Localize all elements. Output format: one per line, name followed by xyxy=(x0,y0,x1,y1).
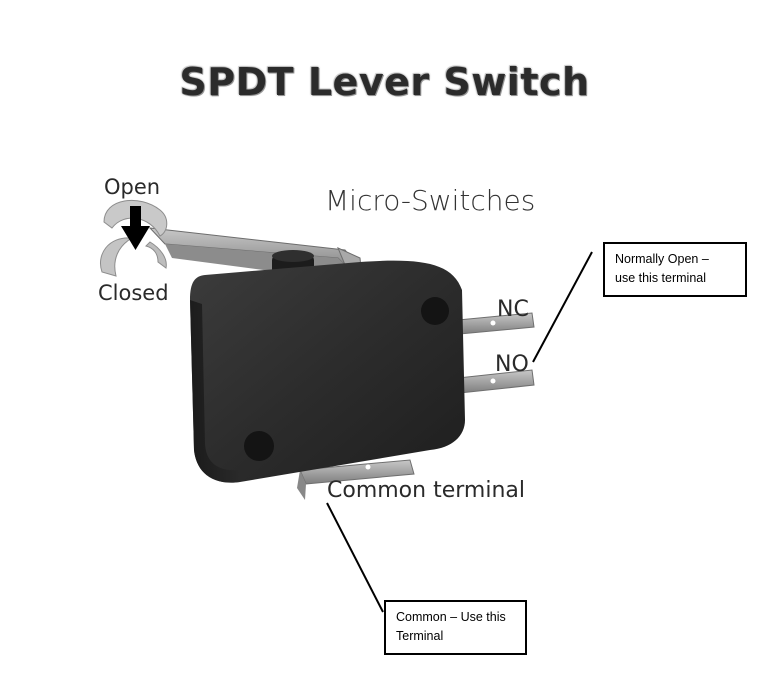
callout-common: Common – Use this Terminal xyxy=(384,600,527,655)
callout-normally-open-line1: Normally Open – xyxy=(615,252,709,266)
callout-normally-open: Normally Open – use this terminal xyxy=(603,242,747,297)
no-label: NO xyxy=(495,352,529,377)
closed-label: Closed xyxy=(98,281,169,305)
subtitle-label: Micro-Switches xyxy=(325,184,536,217)
arrow-down-icon xyxy=(121,206,150,250)
page-title: SPDT Lever Switch xyxy=(179,60,590,104)
common-terminal-label: Common terminal xyxy=(327,478,525,503)
leader-line-common xyxy=(326,502,384,613)
callout-normally-open-line2: use this terminal xyxy=(615,270,707,285)
callout-common-line1: Common – Use this xyxy=(396,610,506,624)
switch-body xyxy=(190,260,465,483)
leader-line-no xyxy=(532,251,593,363)
callout-common-line2: Terminal xyxy=(396,628,444,643)
open-label: Open xyxy=(104,175,161,199)
common-terminal xyxy=(297,459,415,500)
nc-label: NC xyxy=(497,297,529,322)
